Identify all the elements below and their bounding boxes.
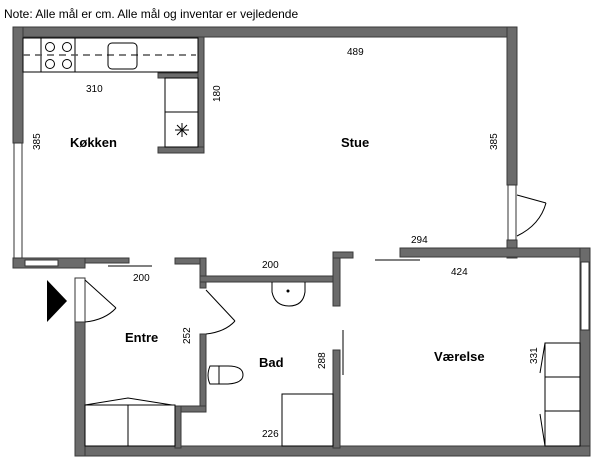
dim-bath-bottom: 226 — [262, 429, 279, 440]
dim-entrance-width: 200 — [133, 273, 150, 284]
walls — [12, 26, 591, 457]
kitchen-fixtures — [22, 37, 199, 148]
dim-kitchen-depth: 180 — [212, 85, 223, 102]
room-label-bedroom: Værelse — [434, 349, 485, 364]
windows — [13, 142, 590, 331]
room-label-bathroom: Bad — [259, 355, 284, 370]
toilet-icon — [207, 365, 244, 385]
room-label-entrance: Entre — [125, 330, 158, 345]
room-label-kitchen: Køkken — [70, 135, 117, 150]
dim-kitchen-width: 310 — [86, 84, 103, 95]
dim-living-height: 385 — [489, 133, 500, 150]
bath-fixtures — [207, 282, 334, 447]
dim-bedroom-height: 331 — [529, 347, 540, 364]
dim-entrance-height: 252 — [182, 327, 193, 344]
washbasin-icon — [271, 282, 306, 307]
room-label-living: Stue — [341, 135, 369, 150]
dim-bath-top: 200 — [262, 260, 279, 271]
plan-note: Note: Alle mål er cm. Alle mål og invent… — [4, 7, 299, 21]
dim-living-lower: 294 — [411, 235, 428, 246]
dim-bath-height: 288 — [317, 352, 328, 369]
wardrobes — [84, 342, 581, 447]
dim-living-width: 489 — [347, 47, 364, 58]
doors — [84, 194, 547, 375]
dim-kitchen-height: 385 — [32, 133, 43, 150]
fan-icon — [175, 123, 189, 137]
dim-bedroom-width: 424 — [451, 267, 468, 278]
entrance-arrow-icon — [47, 280, 67, 322]
sink-icon — [107, 42, 138, 70]
